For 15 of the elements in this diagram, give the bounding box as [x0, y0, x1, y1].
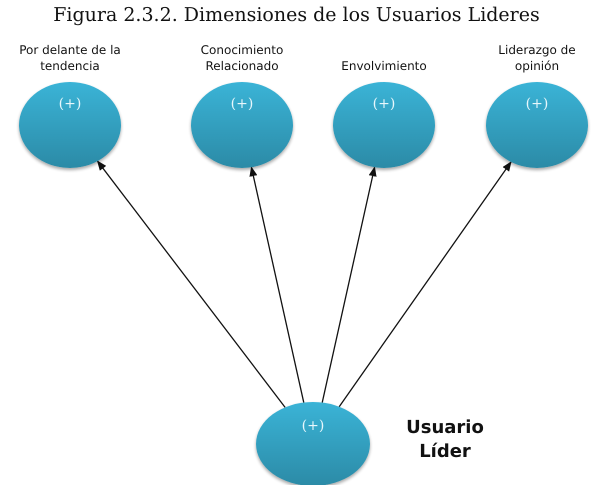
node-caption: Usuario Líder — [405, 416, 485, 464]
arrow — [338, 161, 512, 408]
oval-node: (+) — [486, 82, 588, 168]
arrow — [249, 166, 304, 403]
arrow — [96, 160, 286, 408]
node-heading: Liderazgo de opinión — [497, 42, 577, 74]
node-heading: Conocimiento Relacionado — [200, 42, 284, 74]
arrow — [322, 166, 377, 403]
diagram-title: Figura 2.3.2. Dimensiones de los Usuarios Lideres — [52, 4, 541, 26]
node-heading: Envolvimiento — [341, 58, 427, 74]
oval-node: (+) — [256, 402, 370, 485]
oval-node: (+) — [333, 82, 435, 168]
node-heading: Por delante de la tendencia — [18, 42, 122, 74]
oval-node: (+) — [19, 82, 121, 168]
oval-node: (+) — [191, 82, 293, 168]
